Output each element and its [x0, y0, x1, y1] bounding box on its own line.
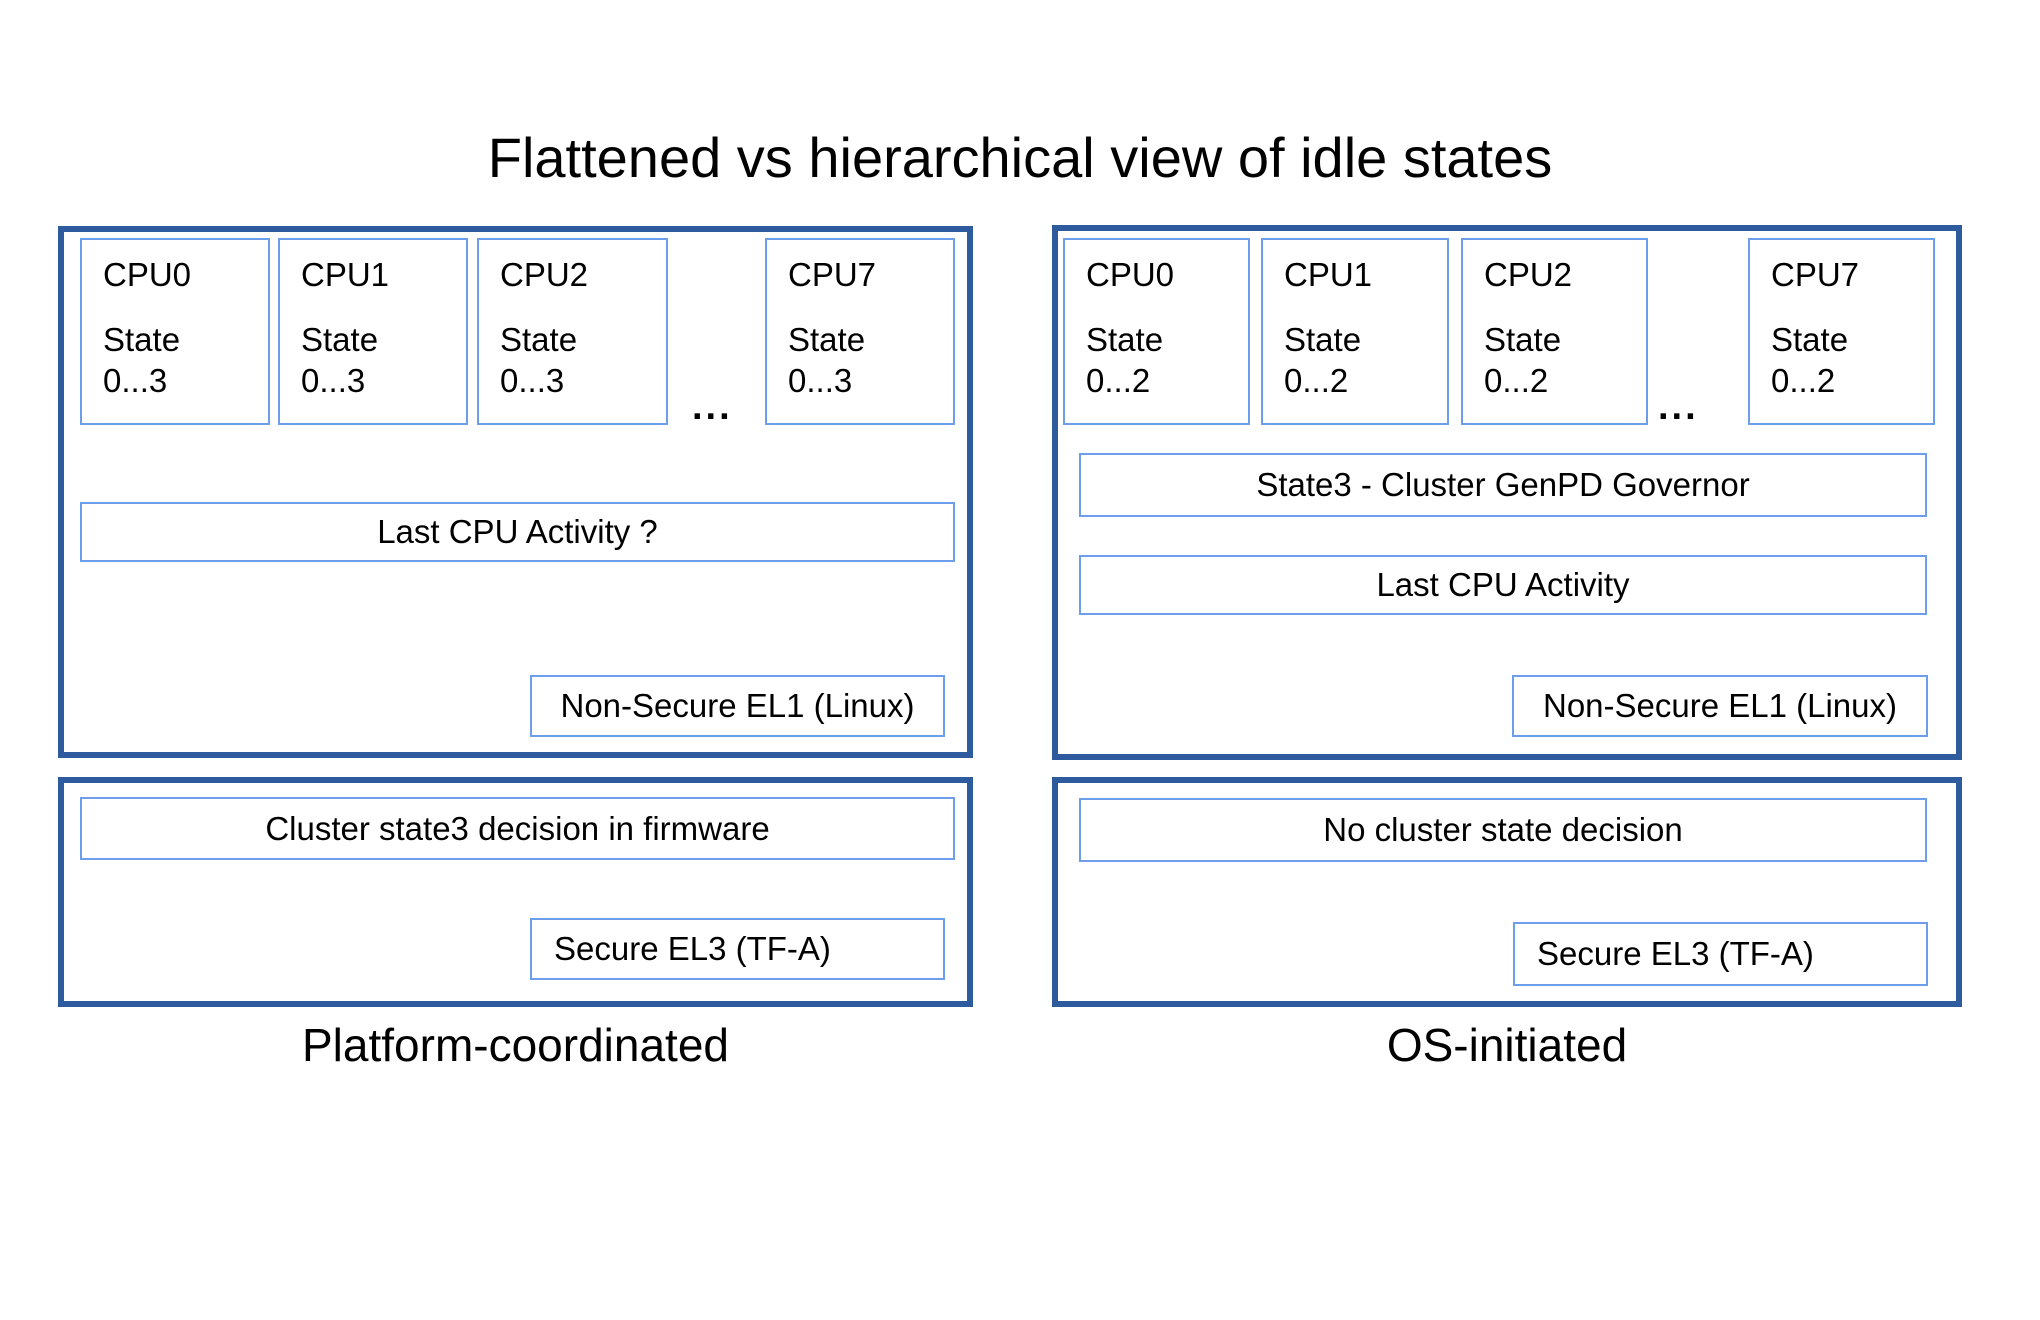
- right-no-decision-bar: No cluster state decision: [1079, 798, 1927, 862]
- left-cpu7-box: CPU7 State 0...3: [765, 238, 955, 425]
- right-caption: OS-initiated: [1386, 1019, 1628, 1071]
- cpu-label: CPU1: [301, 256, 390, 293]
- left-el3-box: Secure EL3 (TF-A): [530, 918, 945, 980]
- left-cluster-decision-bar: Cluster state3 decision in firmware: [80, 797, 955, 860]
- right-cpu-ellipsis: ...: [1658, 386, 1699, 428]
- cpu-state: State 0...3: [103, 320, 181, 399]
- left-caption: Platform-coordinated: [302, 1019, 729, 1071]
- cpu-label: CPU1: [1284, 256, 1373, 293]
- cpu-label: CPU7: [1771, 256, 1860, 293]
- cpu-label: CPU2: [1484, 256, 1573, 293]
- cpu-state: State 0...3: [301, 320, 379, 399]
- left-cpu-ellipsis: ...: [692, 386, 733, 428]
- cpu-state: State 0...3: [500, 320, 578, 399]
- diagram-title: Flattened vs hierarchical view of idle s…: [487, 126, 1553, 189]
- right-el1-box: Non-Secure EL1 (Linux): [1512, 675, 1928, 737]
- cpu-label: CPU0: [1086, 256, 1175, 293]
- right-cpu2-box: CPU2 State 0...2: [1461, 238, 1648, 425]
- right-genpd-governor-bar: State3 - Cluster GenPD Governor: [1079, 453, 1927, 517]
- right-last-cpu-activity-bar: Last CPU Activity: [1079, 555, 1927, 615]
- right-cpu7-box: CPU7 State 0...2: [1748, 238, 1935, 425]
- right-cpu0-box: CPU0 State 0...2: [1063, 238, 1250, 425]
- cpu-label: CPU2: [500, 256, 589, 293]
- right-cpu1-box: CPU1 State 0...2: [1261, 238, 1449, 425]
- left-cpu0-box: CPU0 State 0...3: [80, 238, 270, 425]
- right-el3-box: Secure EL3 (TF-A): [1513, 922, 1928, 986]
- cpu-label: CPU0: [103, 256, 192, 293]
- cpu-label: CPU7: [788, 256, 877, 293]
- cpu-state: State 0...2: [1086, 320, 1164, 399]
- left-last-cpu-activity-bar: Last CPU Activity ?: [80, 502, 955, 562]
- cpu-state: State 0...3: [788, 320, 866, 399]
- cpu-state: State 0...2: [1284, 320, 1362, 399]
- left-el1-box: Non-Secure EL1 (Linux): [530, 675, 945, 737]
- left-cpu2-box: CPU2 State 0...3: [477, 238, 668, 425]
- cpu-state: State 0...2: [1771, 320, 1849, 399]
- left-cpu1-box: CPU1 State 0...3: [278, 238, 468, 425]
- cpu-state: State 0...2: [1484, 320, 1562, 399]
